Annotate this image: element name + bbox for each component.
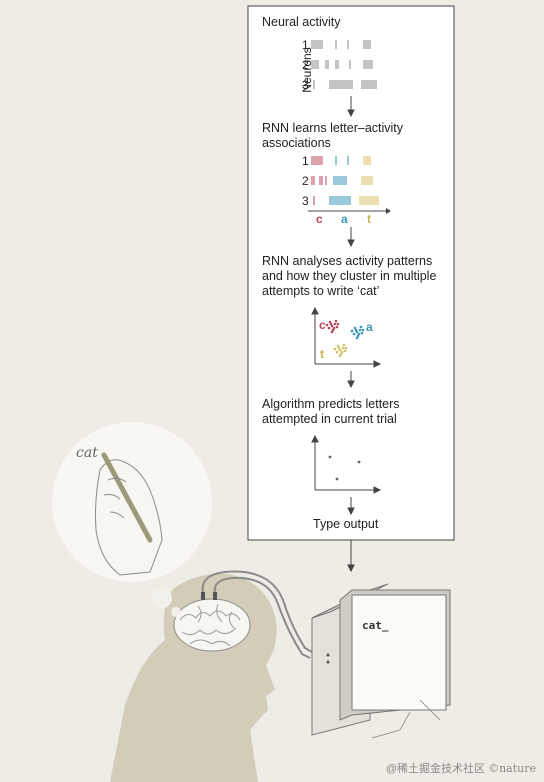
prediction-dot [335, 477, 339, 481]
step2-title-line1: RNN learns letter–activity [262, 121, 404, 135]
row-label: 1 [302, 38, 309, 52]
cluster-dot [330, 324, 334, 328]
cluster-dot [332, 326, 336, 330]
cluster-dot [357, 332, 361, 336]
cluster-dot [335, 350, 339, 354]
cluster-dot [338, 348, 342, 352]
cluster-label-c: c [319, 318, 326, 332]
cluster-dot [342, 343, 346, 347]
cluster-dot [334, 319, 338, 323]
row-label: 2 [302, 58, 309, 72]
step3-line1: RNN analyses activity patterns [262, 254, 433, 268]
letter-t: t [367, 212, 371, 226]
cluster-dot [359, 325, 363, 329]
cluster-dot [354, 328, 358, 332]
cluster-dot [340, 350, 344, 354]
cluster-dot [333, 347, 337, 351]
cluster-dot [325, 323, 329, 327]
raster-letter-activity [311, 156, 379, 205]
step3-line3: attempts to write ‘cat’ [262, 284, 380, 298]
cluster-dot [358, 328, 362, 332]
prediction-dot [357, 460, 361, 464]
cluster-label-t: t [320, 347, 324, 361]
step5-title: Type output [313, 517, 379, 531]
watermark-block: @稀土掘金技术社区 ©nature [386, 760, 536, 776]
brain-folds [179, 603, 241, 647]
cluster-dot [344, 346, 348, 350]
watermark-text: @稀土掘金技术社区 [385, 763, 486, 775]
raster-neural-activity [311, 40, 377, 89]
handwritten-cat: cat [76, 445, 98, 461]
cluster-label-a: a [366, 320, 373, 334]
letter-c: c [316, 212, 323, 226]
flow-arrows [347, 96, 355, 573]
electrode-left [201, 592, 205, 600]
cluster-dot [335, 325, 339, 329]
cluster-plot-axes [311, 306, 382, 368]
cluster-dot [341, 346, 345, 350]
step1-title: Neural activity [262, 15, 341, 29]
brain-icon [173, 598, 251, 652]
step4-line2: attempted in current trial [262, 412, 397, 426]
step4-line1: Algorithm predicts letters [262, 397, 400, 411]
cluster-dot [338, 354, 342, 358]
step2-title-line2: associations [262, 136, 331, 150]
cable [201, 570, 313, 653]
cluster-dot [352, 332, 356, 336]
cluster-dot [333, 322, 337, 326]
cluster-dot [328, 320, 332, 324]
pen-icon [101, 452, 153, 543]
row-label: 3 [302, 194, 309, 208]
cluster-dot [329, 322, 333, 326]
cluster-dot [350, 329, 354, 333]
screen-text: cat_ [362, 619, 389, 632]
cluster-dot [360, 331, 364, 335]
row-label: 2 [302, 174, 309, 188]
cluster-dot [336, 344, 340, 348]
flow-panel [247, 5, 455, 541]
letter-a: a [341, 212, 348, 226]
cluster-dot [336, 322, 340, 326]
cluster-dot [331, 328, 335, 332]
cluster-points [325, 319, 365, 358]
credit-text: ©nature [488, 762, 536, 775]
cluster-dot [343, 349, 347, 353]
cluster-dot [356, 334, 360, 338]
cluster-dot [330, 330, 334, 334]
cluster-dot [355, 330, 359, 334]
step3-line2: and how they cluster in multiple [262, 269, 437, 283]
prediction-dot [328, 455, 332, 459]
cluster-dot [361, 328, 365, 332]
row-label: 3 [302, 78, 309, 92]
cluster-dot [339, 352, 343, 356]
cluster-dot [327, 326, 331, 330]
electrode-right [213, 592, 217, 600]
hand-icon [95, 459, 163, 576]
cluster-dot [337, 346, 341, 350]
prediction-plot-axes [311, 434, 382, 494]
cluster-dot [353, 326, 357, 330]
monitor-screen [351, 594, 447, 711]
row-label: 1 [302, 154, 309, 168]
cluster-dot [355, 336, 359, 340]
